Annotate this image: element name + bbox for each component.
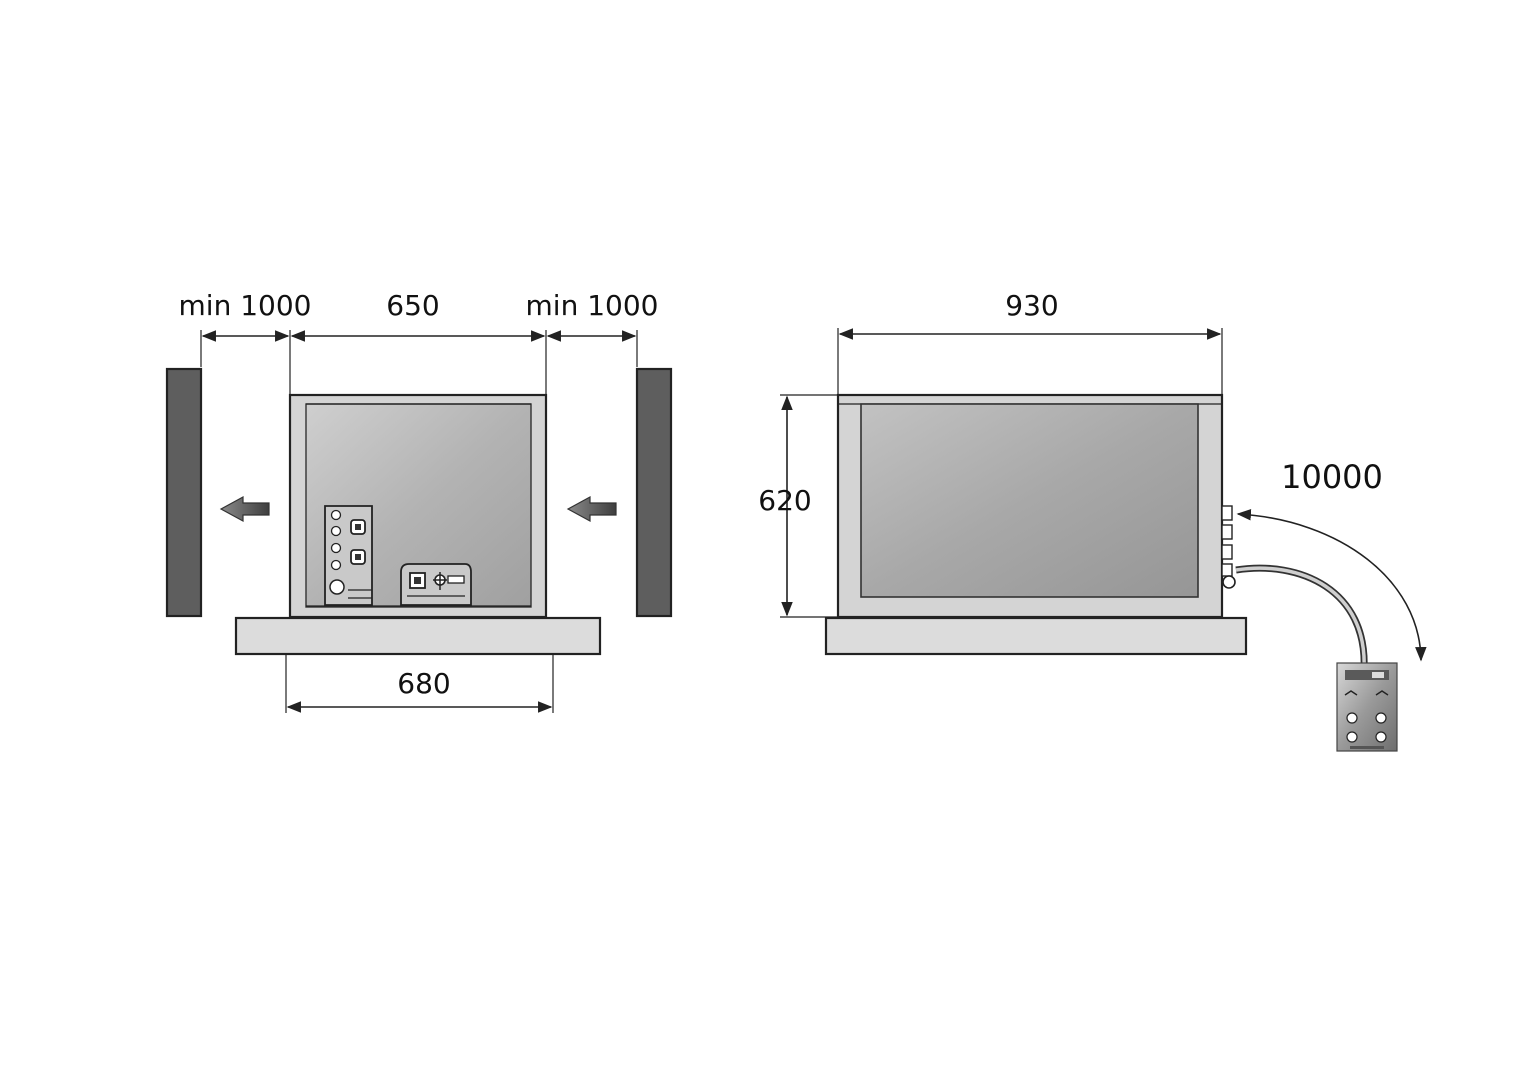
cable-length-arc [1236, 509, 1427, 662]
side-unit-panel [860, 403, 1199, 598]
remote-cable [1235, 564, 1368, 671]
cable-length-label: 10000 [1281, 458, 1383, 496]
clearance-right-label: min 1000 [526, 289, 659, 322]
side-connectors [1221, 505, 1236, 589]
remote-button-icon [1375, 731, 1387, 743]
left-wall [165, 367, 203, 618]
front-base [234, 616, 602, 656]
service-port-icon [330, 509, 342, 521]
cable-gland-icon [1222, 575, 1236, 589]
electrical-box [400, 563, 472, 606]
remote-button-icon [1346, 731, 1358, 743]
service-port-icon [330, 559, 342, 571]
front-width-label: 650 [386, 289, 439, 322]
drain-port-icon [329, 579, 345, 595]
service-port-icon [330, 525, 342, 537]
clearance-left-label: min 1000 [179, 289, 312, 322]
service-port-icon [330, 542, 342, 554]
right-wall [635, 367, 673, 618]
airflow-in-arrow-icon [566, 495, 617, 523]
side-length-label: 930 [1005, 289, 1058, 322]
side-view: 930 620 10000 [758, 289, 1427, 752]
front-view: min 1000 650 min 1000 680 [165, 289, 673, 713]
base-width-label: 680 [397, 667, 450, 700]
remote-button-icon [1346, 712, 1358, 724]
airflow-out-arrow-icon [219, 495, 270, 523]
side-height-label: 620 [758, 484, 811, 517]
remote-button-icon [1375, 712, 1387, 724]
valve-bracket [324, 505, 373, 606]
remote-controller [1336, 662, 1398, 752]
side-base [824, 616, 1248, 656]
